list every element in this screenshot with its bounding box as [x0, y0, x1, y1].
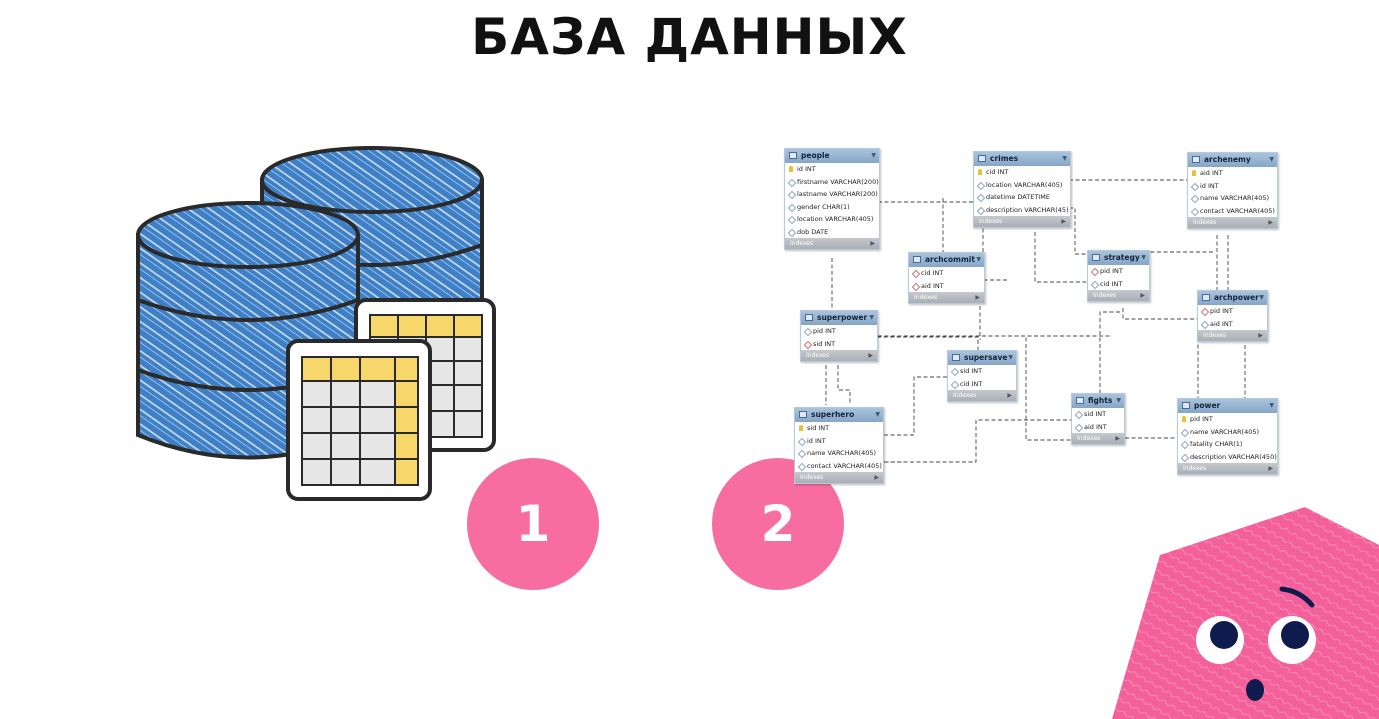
er-table-column: firstname VARCHAR(200) [785, 176, 879, 189]
er-table-indexes: Indexes [801, 350, 877, 361]
mascot-right-eye [1268, 616, 1316, 664]
er-table-column: description VARCHAR(45) [974, 204, 1070, 217]
er-table-column: cid INT [948, 378, 1016, 391]
er-table-title: archenemy [1188, 153, 1277, 167]
er-table-column: cid INT [909, 267, 984, 280]
er-table-column: sid INT [948, 365, 1016, 378]
mascot-eyebrow [1279, 586, 1315, 608]
er-table-column: name VARCHAR(405) [1178, 426, 1277, 439]
er-table-indexes: Indexes [785, 238, 879, 249]
er-table-column: dob DATE [785, 226, 879, 239]
er-table-column: aid INT [1188, 167, 1277, 180]
database-illustration [136, 146, 496, 501]
er-table-indexes: Indexes [974, 216, 1070, 227]
er-table-column: sid INT [801, 338, 877, 351]
er-table-title: people [785, 149, 879, 163]
er-table-indexes: Indexes [1198, 330, 1267, 341]
er-table-column: sid INT [1072, 408, 1124, 421]
er-table-column: id INT [795, 435, 883, 448]
er-table-column: fatality CHAR(1) [1178, 438, 1277, 451]
er-table-column: location VARCHAR(405) [974, 179, 1070, 192]
spreadsheet-card-front [286, 339, 432, 501]
er-table-indexes: Indexes [909, 292, 984, 303]
er-table-column: description VARCHAR(450) [1178, 451, 1277, 464]
er-table-title: strategy [1088, 251, 1149, 265]
er-table-title: fights [1072, 394, 1124, 408]
er-table-column: id INT [785, 163, 879, 176]
er-table-indexes: Indexes [948, 390, 1016, 401]
er-table-indexes: Indexes [1088, 290, 1149, 301]
er-table-column: sid INT [795, 422, 883, 435]
er-table-column: aid INT [1198, 318, 1267, 331]
er-table-title: superpower [801, 311, 877, 325]
er-table-title: superhero [795, 408, 883, 422]
er-table-column: pid INT [801, 325, 877, 338]
er-table-column: gender CHAR(1) [785, 201, 879, 214]
mascot-left-eye [1196, 616, 1244, 664]
er-table-title: supersave [948, 351, 1016, 365]
er-table-column: pid INT [1088, 265, 1149, 278]
er-table-column: name VARCHAR(405) [1188, 192, 1277, 205]
er-table-column: cid INT [974, 166, 1070, 179]
slide-title: БАЗА ДАННЫХ [471, 8, 908, 66]
er-table-indexes: Indexes [1178, 463, 1277, 474]
mascot-character [1112, 507, 1379, 719]
badge-number-1: 1 [467, 458, 599, 590]
er-table-column: contact VARCHAR(405) [1188, 205, 1277, 218]
er-table-indexes: Indexes [1188, 217, 1277, 228]
er-table-title: archpower [1198, 291, 1267, 305]
er-relationship-lines [825, 179, 1246, 463]
er-table-column: aid INT [1072, 421, 1124, 434]
er-table-column: datetime DATETIME [974, 191, 1070, 204]
er-table-column: name VARCHAR(405) [795, 447, 883, 460]
er-table-column: pid INT [1178, 413, 1277, 426]
er-table-title: archcommit [909, 253, 984, 267]
er-table-column: cid INT [1088, 278, 1149, 291]
er-table-column: lastname VARCHAR(200) [785, 188, 879, 201]
er-table-column: location VARCHAR(405) [785, 213, 879, 226]
er-table-title: crimes [974, 152, 1070, 166]
er-table-title: power [1178, 399, 1277, 413]
er-table-column: aid INT [909, 280, 984, 293]
er-table-indexes: Indexes [795, 472, 883, 483]
er-table-column: pid INT [1198, 305, 1267, 318]
er-table-column: contact VARCHAR(405) [795, 460, 883, 473]
mascot-mouth [1246, 679, 1264, 701]
er-table-column: id INT [1188, 180, 1277, 193]
er-table-indexes: Indexes [1072, 433, 1124, 444]
